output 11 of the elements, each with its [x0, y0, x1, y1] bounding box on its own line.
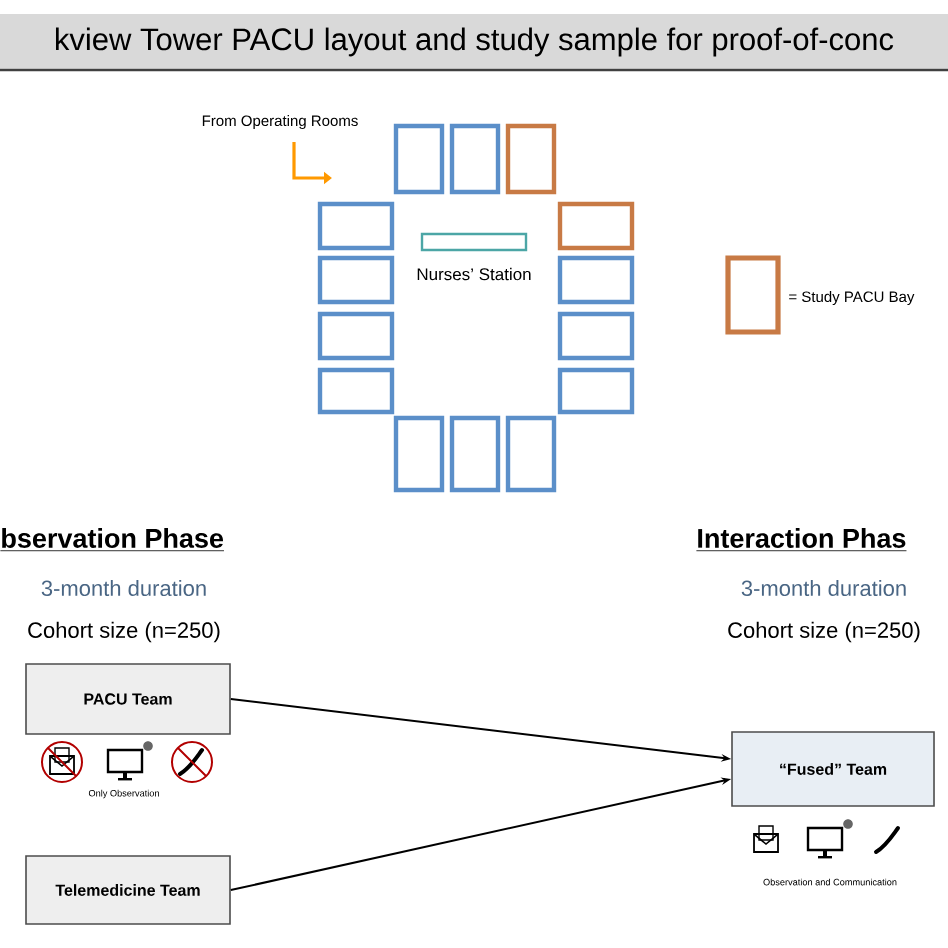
cohort-text: Cohort size (n=250) [28, 621, 220, 643]
duration-text: 3-month duration [741, 579, 906, 597]
label-text: Nurses’ Station [417, 267, 531, 281]
team-box: Telemedicine Team [25, 855, 231, 925]
title-bar: kview Tower PACU layout and study sample for proof-of-conc [0, 14, 948, 72]
phase-heading: bservation Phase [0, 528, 225, 552]
cohort-text: Cohort size (n=250) [728, 621, 920, 643]
team-box: PACU Team [25, 663, 231, 735]
phase-heading: Interaction Phas [696, 528, 907, 552]
duration-text: 3-month duration [41, 579, 206, 597]
team-box: “Fused” Team [731, 731, 935, 807]
